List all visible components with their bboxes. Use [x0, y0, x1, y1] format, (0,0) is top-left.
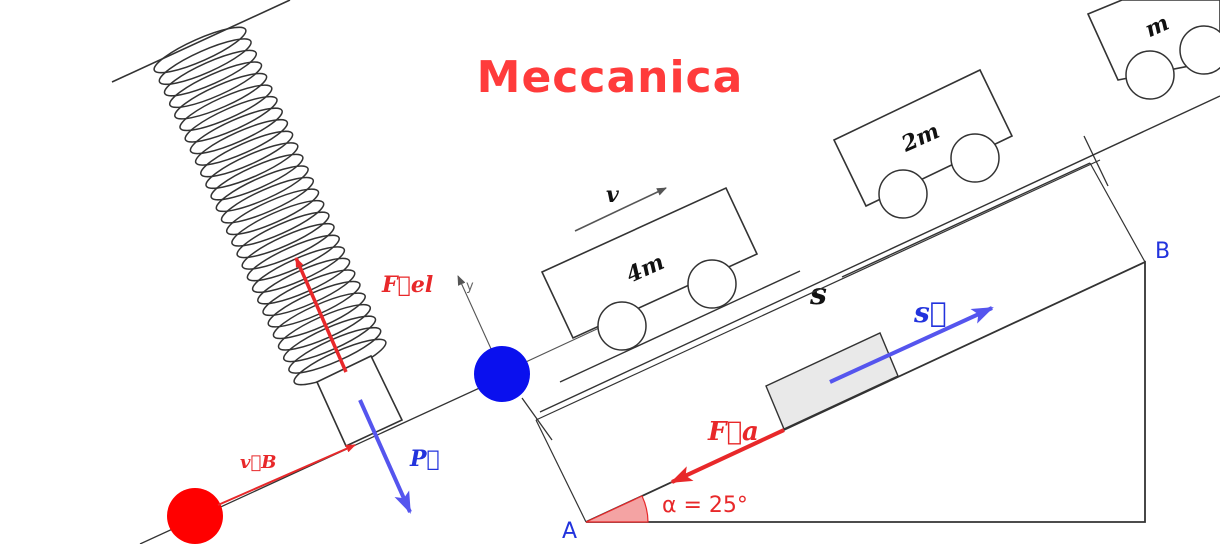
- page-title: Meccanica: [476, 52, 744, 103]
- spring-coil: [272, 292, 366, 340]
- construction-line-top: [535, 159, 1101, 421]
- spring-coil: [262, 269, 356, 317]
- red-ball: [167, 488, 223, 544]
- incline-triangle: [585, 260, 1146, 523]
- weight-label: P⃗: [409, 446, 440, 472]
- distance-label: s: [809, 277, 827, 312]
- ball-velocity-arrow: [217, 444, 356, 506]
- angle-sector: [585, 495, 649, 523]
- cart-2m-wheel-rear: [878, 169, 928, 219]
- spring-coil: [277, 303, 372, 351]
- construction-line-right: [1089, 162, 1146, 263]
- displacement-label: s⃗: [913, 296, 947, 329]
- displacement-arrow: [829, 306, 994, 384]
- ceiling-line: [111, 0, 291, 83]
- spring-coil: [158, 38, 252, 86]
- ball-velocity-label: v⃗B: [240, 452, 276, 473]
- spring-coil: [168, 61, 263, 109]
- weight-arrow: [358, 399, 412, 514]
- distance-bracket-line-right: [841, 162, 1091, 278]
- spring-scene: F⃗el P⃗ v⃗B x y: [111, 0, 613, 544]
- spring-coil: [205, 142, 299, 190]
- spring-coil: [236, 211, 330, 259]
- cart-track: [539, 95, 1220, 413]
- spring-coil: [267, 280, 361, 328]
- cart-2m-wheel-front: [950, 133, 1000, 183]
- spring-coil: [179, 84, 273, 132]
- friction-label: F⃗a: [707, 417, 759, 447]
- tick-right: [1083, 135, 1109, 187]
- angle-label: α = 25°: [662, 493, 748, 518]
- cart-4m-body: [540, 186, 759, 340]
- cart-m: m: [1086, 0, 1220, 100]
- friction-arrow: [670, 428, 785, 484]
- cart-2m: 2m: [832, 68, 1014, 219]
- carts-scene: s 4m v 2m m: [539, 0, 1220, 413]
- spring-coil: [174, 72, 268, 120]
- point-a-label: A: [562, 519, 577, 544]
- spring-coil: [220, 176, 315, 224]
- cart-m-wheel-rear: [1125, 50, 1175, 100]
- y-axis-label: y: [466, 279, 474, 294]
- cart-2m-body: [832, 68, 1014, 208]
- elastic-force-arrow: [294, 257, 348, 373]
- spring-coil: [225, 188, 320, 236]
- spring-coil: [231, 199, 325, 247]
- cart-velocity-label: v: [606, 182, 619, 208]
- cart-4m-wheel-rear: [597, 301, 647, 351]
- spring-coil: [257, 257, 351, 305]
- cart-4m: 4m: [540, 186, 759, 351]
- spring-coil: [184, 95, 278, 143]
- spring-coil: [194, 118, 289, 166]
- spring-coil: [251, 246, 346, 294]
- spring-coils: [153, 26, 387, 386]
- distance-bracket-line-left: [559, 270, 801, 383]
- spring-coil: [189, 107, 283, 155]
- spring-coil: [210, 153, 304, 201]
- incline-scene: α = 25° A B s⃗ F⃗a: [521, 135, 1170, 544]
- spring-coil: [241, 222, 335, 270]
- spring-coil: [215, 165, 309, 213]
- spring-coil: [153, 26, 247, 74]
- spring-coil: [163, 49, 258, 97]
- elastic-force-label: F⃗el: [381, 272, 433, 298]
- cart-velocity-arrow: [574, 187, 667, 232]
- point-b-label: B: [1155, 239, 1170, 264]
- blue-ball: [474, 346, 530, 402]
- spring-coil: [246, 234, 340, 282]
- tick-left: [521, 397, 553, 441]
- cart-m-wheel-front: [1179, 25, 1220, 75]
- construction-line-left: [535, 419, 587, 523]
- cart-4m-wheel-front: [687, 259, 737, 309]
- spring-coil: [200, 130, 294, 178]
